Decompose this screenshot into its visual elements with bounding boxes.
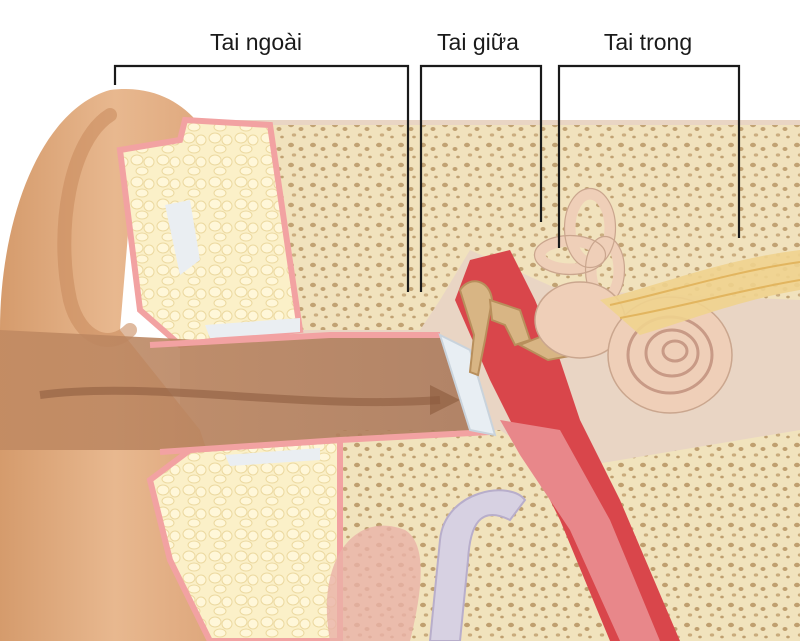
bracket-middle-ear [419,64,543,292]
lower-tube [428,489,527,641]
cartilage-highlight-2 [205,318,300,338]
bracket-outer-ear [113,64,410,292]
label-outer-ear: Tai ngoài [210,29,302,55]
bracket-inner-ear [557,64,741,248]
sound-arrow-head [430,385,460,415]
auditory-nerve-strands [609,261,800,319]
upper-cartilage [116,116,304,349]
soft-tissue-lobe [326,525,421,641]
cartilage-highlight-3 [225,448,320,466]
incus [488,298,532,347]
temporal-bone [270,125,800,330]
canal-lining-bottom [159,429,491,455]
sound-arrow [39,386,441,407]
label-middle-ear: Tai giữa [437,29,519,55]
cartilage-highlight [165,200,200,275]
label-inner-ear: Tai trong [604,29,692,55]
eardrum [438,333,497,437]
malleus [458,280,494,377]
ear-canal [0,330,490,450]
canal-lining-top [149,332,440,348]
eustachian-tube [500,420,660,641]
